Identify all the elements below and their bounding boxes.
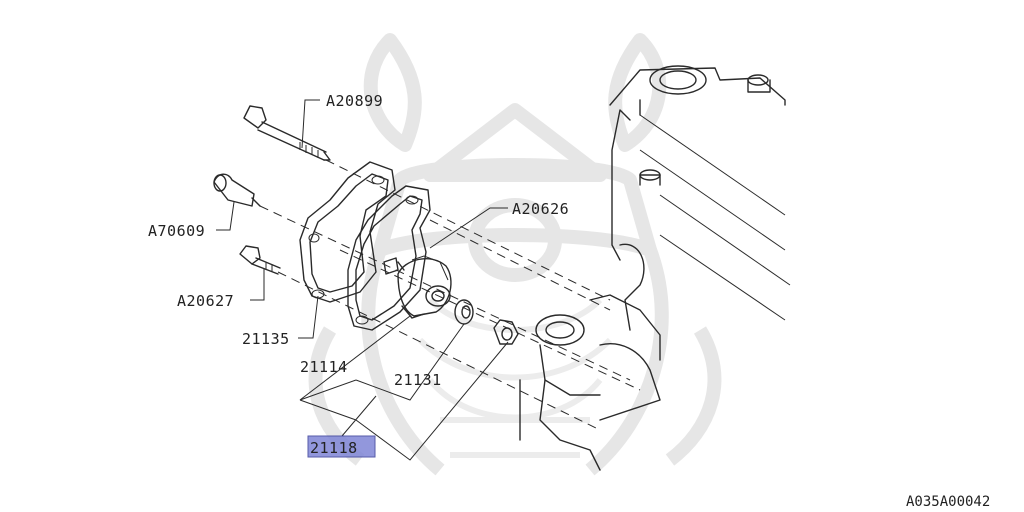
label-a20626[interactable]: A20626 xyxy=(512,200,569,218)
label-a20627[interactable]: A20627 xyxy=(177,292,234,310)
label-a20899[interactable]: A20899 xyxy=(326,92,383,110)
diagram-code: A035A00042 xyxy=(906,494,990,510)
label-21135[interactable]: 21135 xyxy=(242,330,290,348)
engine-block xyxy=(519,65,791,471)
watermark-logo xyxy=(308,33,722,476)
water-pump-21114 xyxy=(347,185,452,331)
leader-lines xyxy=(216,99,509,461)
alignment-lines xyxy=(259,159,641,431)
label-21131[interactable]: 21131 xyxy=(394,371,442,389)
label-21114[interactable]: 21114 xyxy=(300,358,348,376)
nut-part xyxy=(493,319,519,345)
part-21118-highlight[interactable] xyxy=(307,435,376,458)
dowel-a70609 xyxy=(213,173,261,207)
label-a70609[interactable]: A70609 xyxy=(148,222,205,240)
bolt-a20899 xyxy=(243,105,331,161)
bolt-a20627 xyxy=(239,245,281,275)
label-21118[interactable]: 21118 xyxy=(310,439,358,457)
